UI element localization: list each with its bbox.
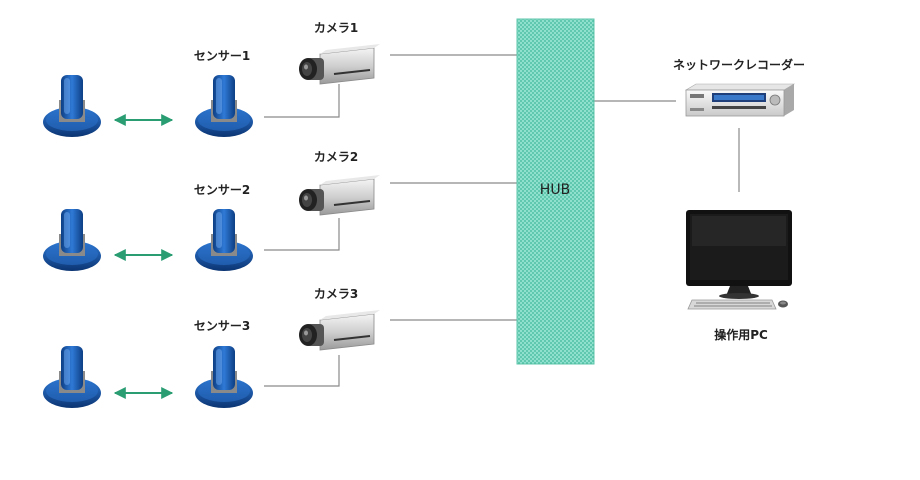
- camera-2-icon: [298, 174, 381, 216]
- sensor-2-icon: [195, 209, 253, 271]
- sensor-2-label: センサー2: [193, 183, 251, 197]
- remote-sensor-1-icon: [43, 75, 101, 137]
- camera-1-icon: [298, 43, 381, 85]
- hub-box: [516, 18, 595, 365]
- sensor-arrows: [113, 114, 174, 399]
- recorder-label: ネットワークレコーダー: [672, 58, 806, 72]
- sensor-1-icon: [195, 75, 253, 137]
- pc-icon: [686, 210, 792, 310]
- network-recorder-icon: [684, 83, 796, 117]
- connection-lines: [264, 54, 740, 387]
- camera-3-icon: [298, 309, 381, 351]
- remote-sensor-2-icon: [43, 209, 101, 271]
- pc-label: 操作用PC: [714, 328, 768, 342]
- camera-2-label: カメラ2: [313, 150, 359, 164]
- sensor-3-label: センサー3: [193, 319, 251, 333]
- hub-label: HUB: [539, 182, 571, 198]
- sensor2-cam2-line: [264, 218, 340, 251]
- sensor3-cam3-line: [264, 355, 340, 387]
- camera-3-label: カメラ3: [313, 287, 359, 301]
- sensor1-cam1-line: [264, 84, 340, 118]
- remote-sensor-3-icon: [43, 346, 101, 408]
- sensor-1-label: センサー1: [193, 49, 251, 63]
- sensor-3-icon: [195, 346, 253, 408]
- camera-1-label: カメラ1: [313, 21, 359, 35]
